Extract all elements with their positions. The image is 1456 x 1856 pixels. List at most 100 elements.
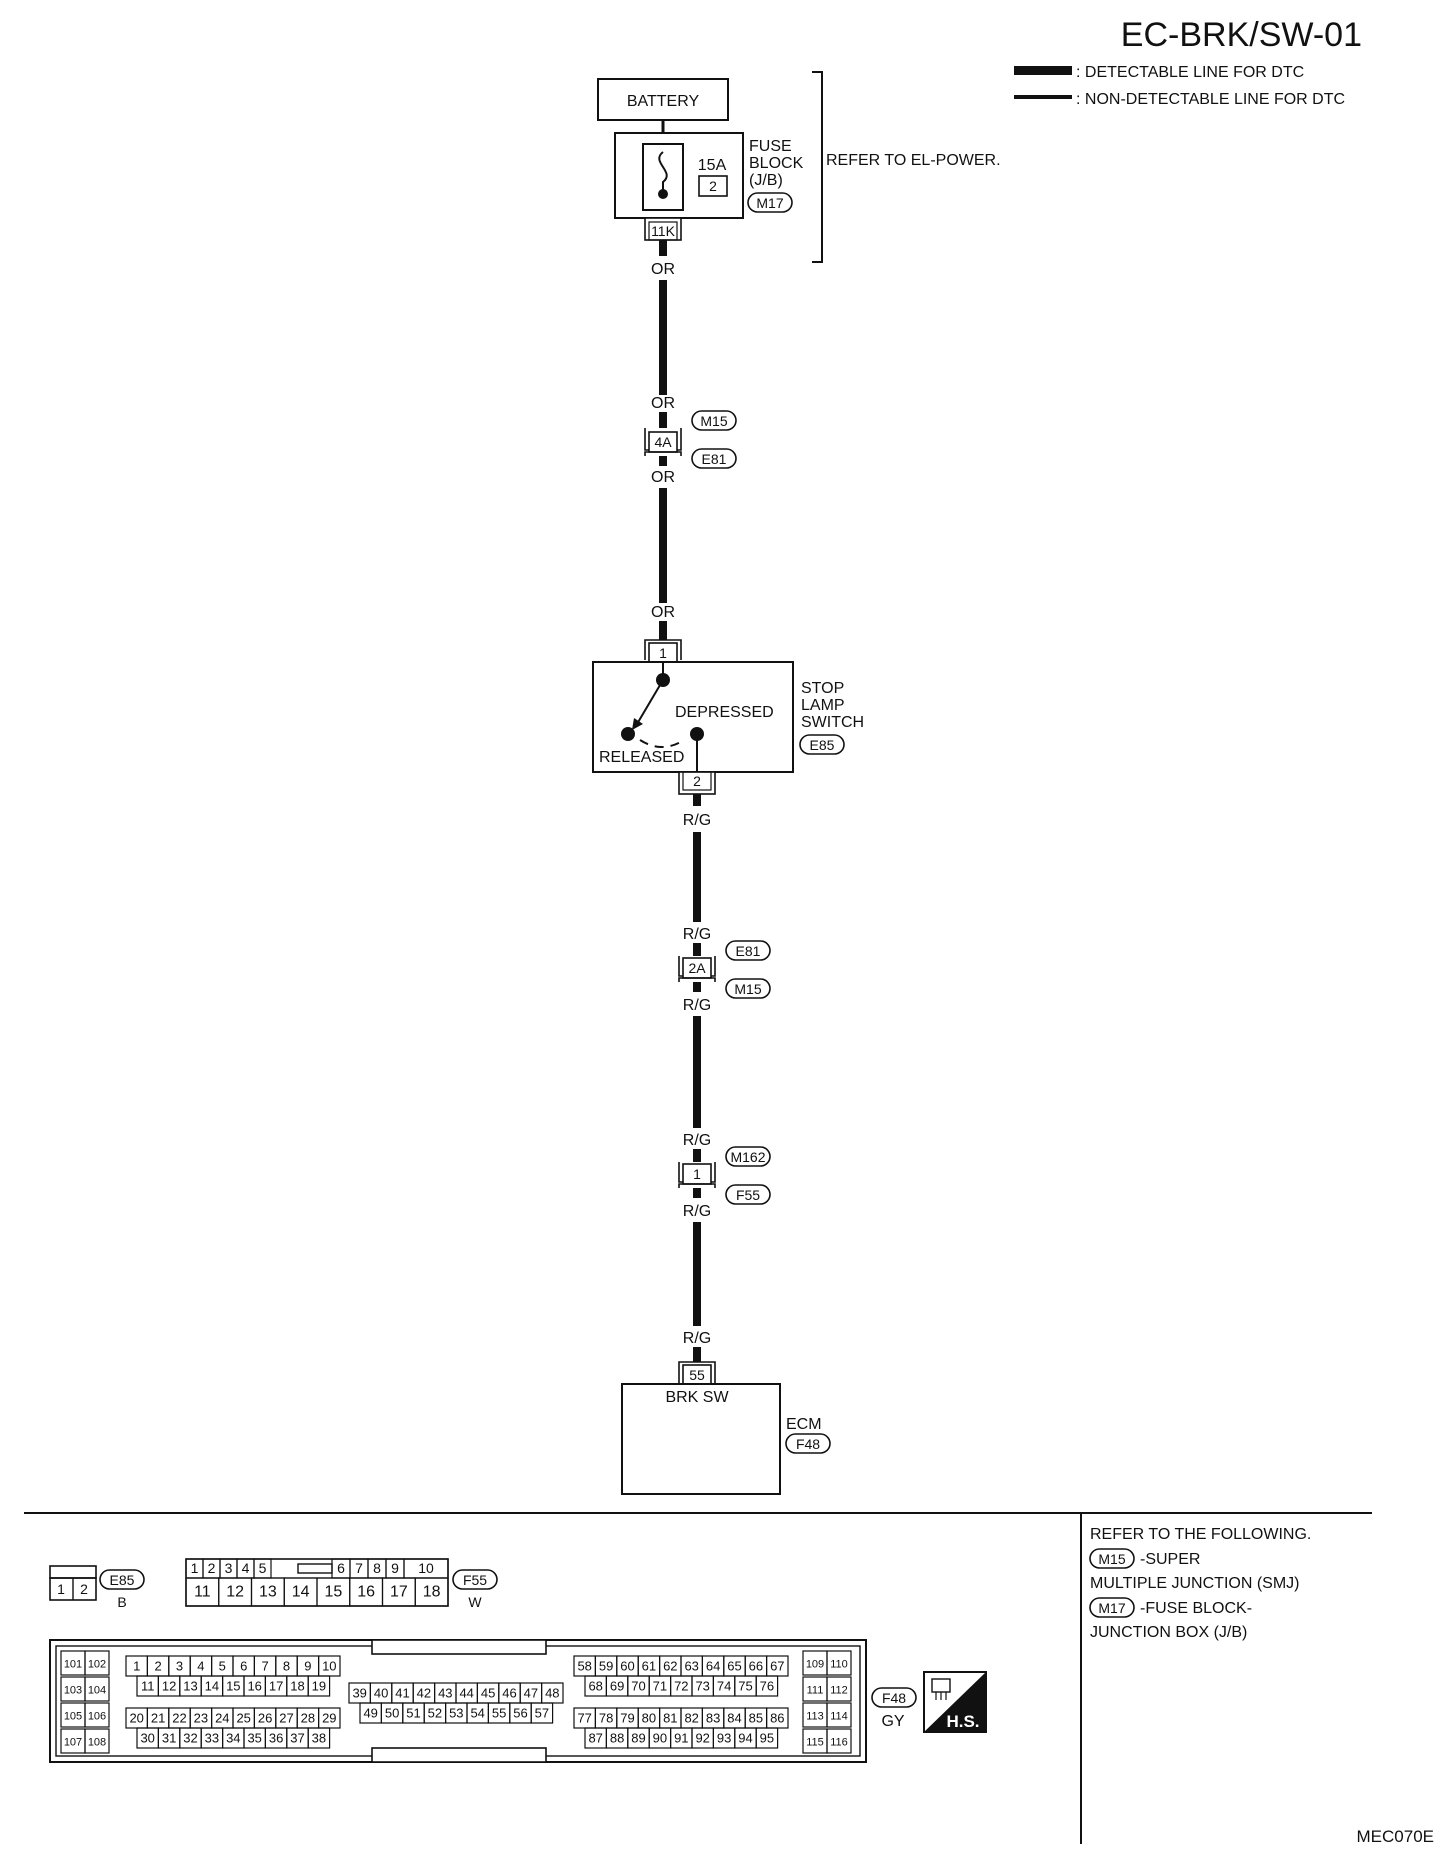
switch-travel-arc: [639, 739, 685, 748]
connector-f48-pin: 69: [610, 1679, 624, 1694]
connector-f48-pin: 49: [363, 1706, 377, 1721]
connector-f48-pin: 76: [760, 1679, 774, 1694]
switch-pin-in: 1: [659, 645, 667, 661]
connector-f48-pin-cell: [530, 1702, 554, 1724]
connector-e85-color: B: [117, 1594, 126, 1610]
connector-f48-pin: 34: [226, 1731, 240, 1746]
fuse-icon: [658, 151, 668, 194]
connector-f48-pin: 20: [129, 1711, 143, 1726]
junction-1-top-id: M162: [730, 1149, 765, 1165]
connector-f48-pin: 11: [141, 1679, 155, 1694]
connector-f48-pin: 110: [830, 1659, 848, 1671]
hs-badge: H.S.: [923, 1671, 987, 1733]
connector-e85-id: E85: [110, 1572, 135, 1588]
connector-f48-pin: 85: [749, 1711, 763, 1726]
connector-f48-pin: 6: [240, 1659, 247, 1674]
connector-f48-pin: 31: [162, 1731, 176, 1746]
connector-f48-pin: 42: [417, 1686, 431, 1701]
connector-f55-pin: 5: [259, 1560, 267, 1576]
connector-f48-pin: 5: [219, 1659, 226, 1674]
connector-f48-pin: 56: [513, 1706, 527, 1721]
connector-f48-pin-cell: [307, 1727, 331, 1749]
connector-f48-pin: 93: [717, 1731, 731, 1746]
wire-color-rg-1: R/G: [683, 812, 711, 829]
connector-f55-pin: 15: [324, 1584, 342, 1601]
connector-f55-pin: 18: [423, 1584, 441, 1601]
hs-badge-fill: [924, 1672, 986, 1732]
refer-m15-desc: -SUPER: [1140, 1551, 1200, 1568]
wire-color-or-3: OR: [651, 469, 675, 486]
switch-depressed-label: DEPRESSED: [675, 704, 774, 721]
connector-f48-pin: 79: [620, 1711, 634, 1726]
connector-f48-pin: 24: [215, 1711, 229, 1726]
connector-f48-pin: 59: [599, 1659, 613, 1674]
connector-f48-pin: 19: [312, 1679, 326, 1694]
connector-f48-pin-cell: [755, 1727, 779, 1749]
power-bracket: [812, 71, 823, 263]
refer-m15-oval: [1089, 1548, 1135, 1569]
connector-f55-pin: 13: [259, 1584, 277, 1601]
connector-f48-pin: 33: [205, 1731, 219, 1746]
wire-color-or-2: OR: [651, 395, 675, 412]
connector-e85-tab: [49, 1565, 97, 1579]
switch-arrow-icon: [632, 718, 643, 730]
connector-f48-oval: [871, 1687, 917, 1708]
connector-f48-pin: 13: [183, 1679, 197, 1694]
connector-f48-pin: 109: [806, 1659, 824, 1671]
connector-f48-pin: 29: [322, 1711, 336, 1726]
legend-thin-line: [1014, 95, 1072, 99]
fuse-number-box: [698, 175, 728, 197]
connector-f48-pin: 8: [283, 1659, 290, 1674]
connector-f48-pin: 30: [140, 1731, 154, 1746]
fuse-label-line2: BLOCK: [749, 155, 804, 172]
legend-detectable: : DETECTABLE LINE FOR DTC: [1076, 64, 1304, 81]
connector-f48-pin: 112: [830, 1685, 848, 1697]
connector-f48-pin: 66: [749, 1659, 763, 1674]
connector-f48-pin: 63: [684, 1659, 698, 1674]
connector-f48-pin: 4: [197, 1659, 204, 1674]
connector-f48-pin: 23: [194, 1711, 208, 1726]
connector-f48-pin: 73: [695, 1679, 709, 1694]
connector-f55-pin: 17: [390, 1584, 408, 1601]
connector-f48-pin: 47: [524, 1686, 538, 1701]
connector-f48-pin: 72: [674, 1679, 688, 1694]
connector-f48-pin: 101: [64, 1659, 82, 1671]
fuse-number: 2: [709, 178, 717, 194]
switch-pin-out-box: [682, 771, 712, 791]
connector-f48-pin: 104: [88, 1685, 106, 1697]
fuse-rating: 15A: [698, 157, 727, 174]
connector-f48-pin: 74: [717, 1679, 731, 1694]
connector-f55-pin: 8: [373, 1560, 381, 1576]
connector-f48-pin: 36: [269, 1731, 283, 1746]
connector-f48-pin: 95: [760, 1731, 774, 1746]
connector-f48-pin: 55: [492, 1706, 506, 1721]
connector-f48-pin: 65: [727, 1659, 741, 1674]
connector-f48-pin: 32: [183, 1731, 197, 1746]
connector-f48-pin: 70: [631, 1679, 645, 1694]
connector-f48-pin: 38: [312, 1731, 326, 1746]
connector-f48-pin-cell: [826, 1702, 852, 1728]
connector-f55-pin: 6: [337, 1560, 345, 1576]
connector-f48-pin: 75: [738, 1679, 752, 1694]
junction-4a-top-id: M15: [700, 413, 727, 429]
junction-2a-terminal: 2A: [688, 960, 706, 976]
ecm-pin: 55: [689, 1367, 705, 1383]
junction-1-lower: [678, 1183, 716, 1188]
connector-f48-pin: 25: [236, 1711, 250, 1726]
connector-f55-key: [297, 1563, 333, 1574]
connector-f48-pin: 102: [88, 1659, 106, 1671]
legend-thick-line: [1014, 66, 1072, 75]
connector-f48-pin: 92: [695, 1731, 709, 1746]
junction-2a-lower: [678, 977, 716, 982]
connector-f48-pin-cell: [826, 1676, 852, 1702]
connector-f48-pin: 37: [290, 1731, 304, 1746]
switch-released-label: RELEASED: [599, 749, 684, 766]
connector-f48-pin: 91: [674, 1731, 688, 1746]
connector-f48-pin: 71: [653, 1679, 667, 1694]
connector-f48-pin: 83: [706, 1711, 720, 1726]
wire-color-rg-3: R/G: [683, 997, 711, 1014]
connector-f48-pin: 87: [588, 1731, 602, 1746]
switch-label-line2: LAMP: [801, 697, 845, 714]
fuse-connector-id: M17: [756, 195, 783, 211]
